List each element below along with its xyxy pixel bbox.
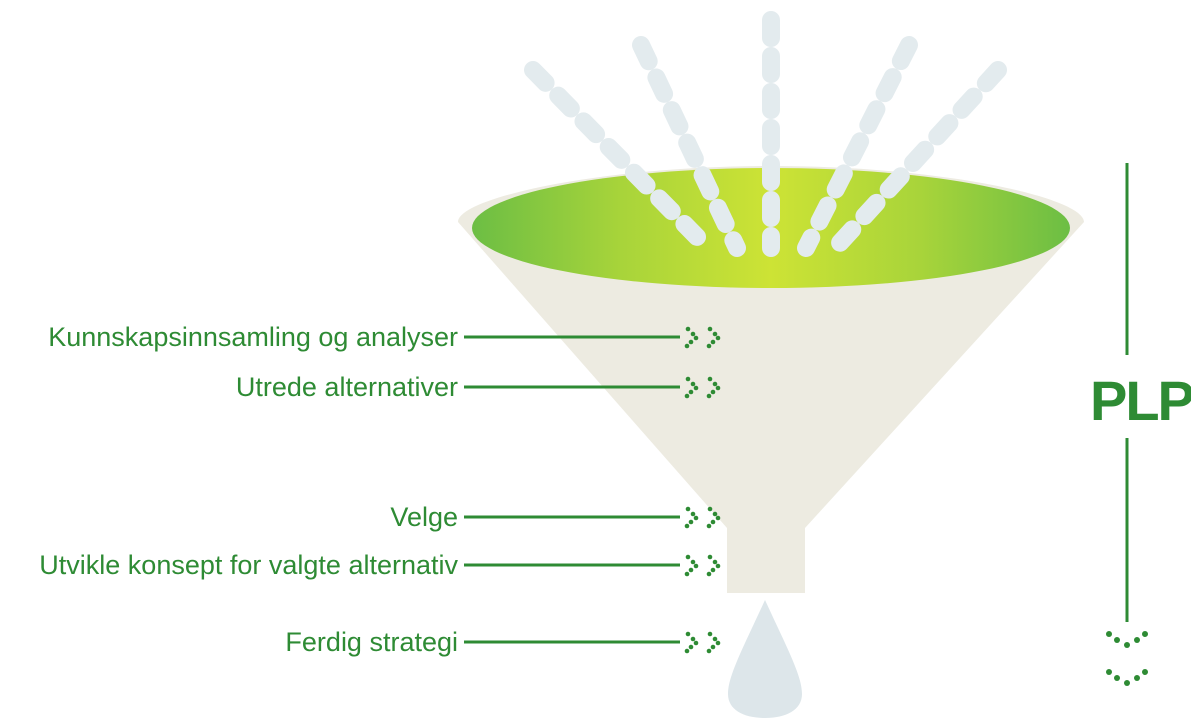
- falling-streak-icon: [797, 36, 918, 257]
- dotted-chevron-icon: [684, 631, 721, 654]
- falling-streak-icon: [632, 36, 746, 257]
- dotted-chevron-icon: [684, 326, 721, 349]
- process-label: PLP: [1090, 369, 1191, 432]
- droplet-icon: [728, 600, 802, 718]
- falling-streak-icon: [829, 61, 1007, 254]
- falling-streaks: [524, 11, 1007, 257]
- stage-label-strategy: Ferdig strategi: [285, 627, 458, 657]
- stage-label-knowledge: Kunnskapsinnsamling og analyser: [48, 322, 458, 352]
- dotted-chevron-icon: [684, 554, 721, 577]
- stage-label-concept: Utvikle konsept for valgte alternativ: [39, 550, 458, 580]
- connector-lines: [464, 335, 680, 644]
- dotted-chevron-icon: [684, 506, 721, 529]
- stage-label-choose: Velge: [390, 502, 458, 532]
- dotted-down-chevron-icon: [1106, 669, 1148, 686]
- dotted-chevron-icon: [684, 376, 721, 399]
- dotted-down-chevron-icon: [1106, 631, 1148, 648]
- falling-streak-icon: [524, 61, 714, 254]
- stage-label-alternatives: Utrede alternativer: [235, 372, 458, 402]
